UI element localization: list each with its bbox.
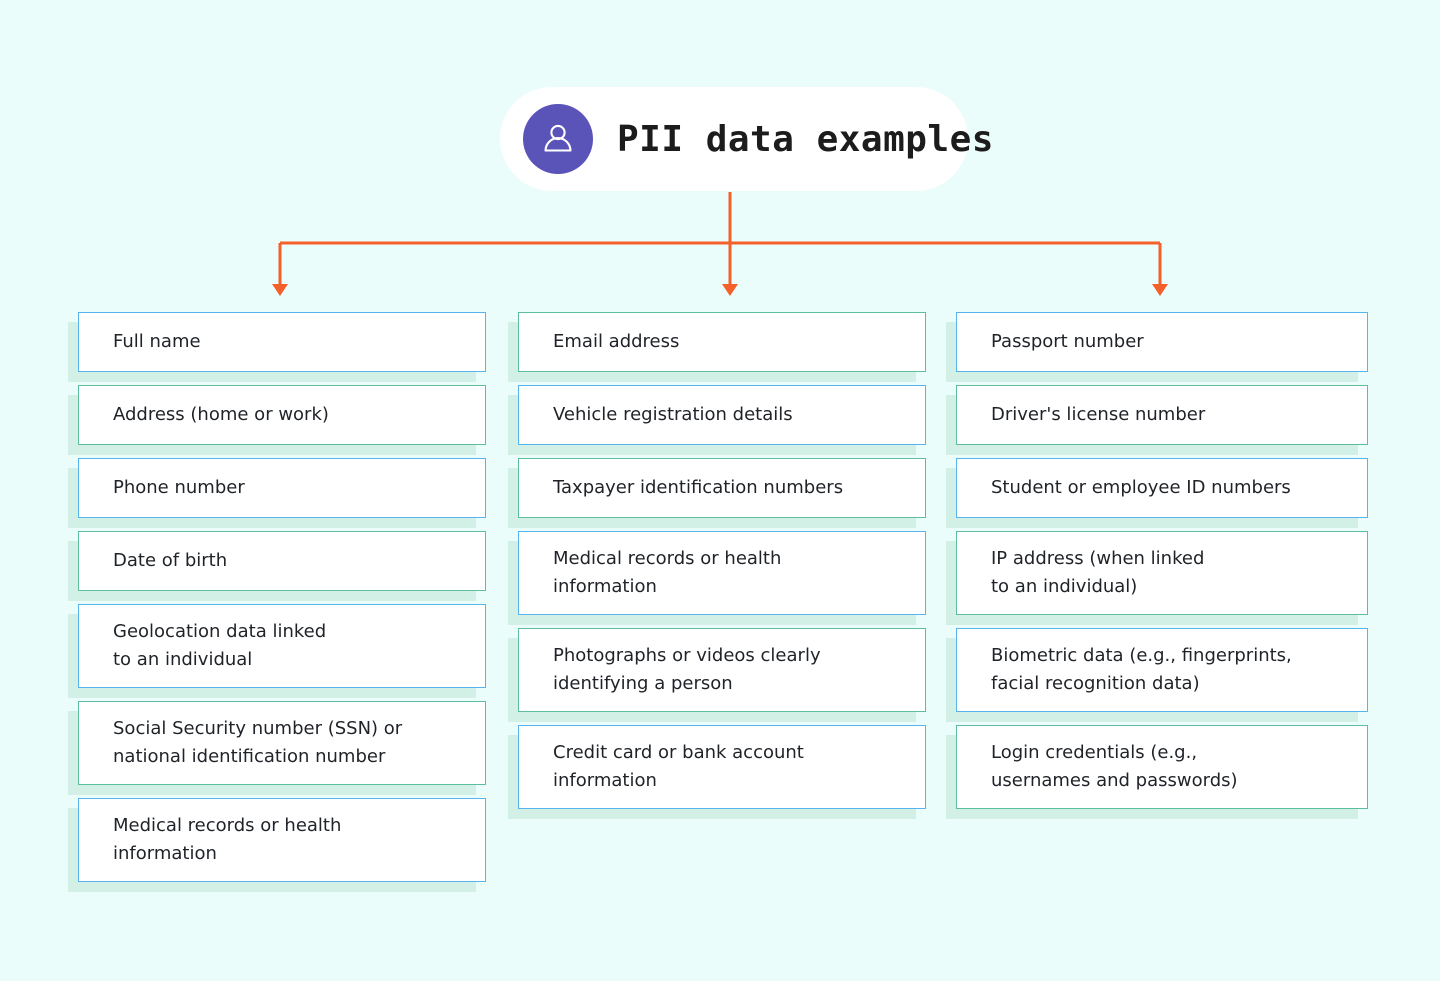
pii-item-card[interactable]: Phone number: [78, 458, 486, 518]
pii-item: Phone number: [68, 458, 486, 528]
arrowhead-icon: [1152, 284, 1168, 296]
pii-item-card[interactable]: Credit card or bank account information: [518, 725, 926, 809]
pii-item-card[interactable]: Address (home or work): [78, 385, 486, 445]
pii-item-label: Passport number: [991, 331, 1144, 352]
pii-item-label: IP address (when linked to an individual…: [991, 548, 1205, 597]
pii-item-card[interactable]: Medical records or health information: [78, 798, 486, 882]
diagram-title-pill: PII data examples: [500, 87, 993, 191]
pii-item-card[interactable]: Full name: [78, 312, 486, 372]
pii-item: Login credentials (e.g., usernames and p…: [946, 725, 1368, 819]
pii-item-card[interactable]: Date of birth: [78, 531, 486, 591]
pii-item-label: Biometric data (e.g., fingerprints, faci…: [991, 645, 1292, 694]
page-title: PII data examples: [617, 118, 994, 160]
pii-item-card[interactable]: Social Security number (SSN) or national…: [78, 701, 486, 785]
pii-item-card[interactable]: IP address (when linked to an individual…: [956, 531, 1368, 615]
pii-item: Photographs or videos clearly identifyin…: [508, 628, 926, 722]
pii-item: Social Security number (SSN) or national…: [68, 701, 486, 795]
pii-item-card[interactable]: Vehicle registration details: [518, 385, 926, 445]
pii-item-label: Vehicle registration details: [553, 404, 793, 425]
pii-item-label: Login credentials (e.g., usernames and p…: [991, 742, 1238, 791]
pii-item-label: Address (home or work): [113, 404, 329, 425]
pii-item-card[interactable]: Taxpayer identification numbers: [518, 458, 926, 518]
pii-item-card[interactable]: Passport number: [956, 312, 1368, 372]
pii-item-card[interactable]: Email address: [518, 312, 926, 372]
pii-item: Student or employee ID numbers: [946, 458, 1368, 528]
pii-item: Passport number: [946, 312, 1368, 382]
pii-item: Geolocation data linked to an individual: [68, 604, 486, 698]
pii-item-card[interactable]: Medical records or health information: [518, 531, 926, 615]
pii-item-label: Date of birth: [113, 550, 228, 571]
pii-item-label: Driver's license number: [991, 404, 1206, 425]
pii-item-card[interactable]: Biometric data (e.g., fingerprints, faci…: [956, 628, 1368, 712]
pii-item-label: Full name: [113, 331, 201, 352]
pii-item: IP address (when linked to an individual…: [946, 531, 1368, 625]
pii-item-label: Phone number: [113, 477, 245, 498]
pii-item-label: Geolocation data linked to an individual: [113, 621, 327, 670]
pii-item: Driver's license number: [946, 385, 1368, 455]
pii-item: Taxpayer identification numbers: [508, 458, 926, 528]
pii-item-label: Student or employee ID numbers: [991, 477, 1291, 498]
user-avatar-icon: [523, 104, 593, 174]
pii-item: Email address: [508, 312, 926, 382]
pii-item-card[interactable]: Photographs or videos clearly identifyin…: [518, 628, 926, 712]
pii-item-label: Social Security number (SSN) or national…: [113, 718, 403, 767]
pii-item-label: Photographs or videos clearly identifyin…: [553, 645, 821, 694]
pii-item-card[interactable]: Student or employee ID numbers: [956, 458, 1368, 518]
arrowhead-icon: [722, 284, 738, 296]
pii-item: Biometric data (e.g., fingerprints, faci…: [946, 628, 1368, 722]
pii-item: Medical records or health information: [508, 531, 926, 625]
pii-item-card[interactable]: Login credentials (e.g., usernames and p…: [956, 725, 1368, 809]
pii-item-label: Medical records or health information: [553, 548, 782, 597]
pii-item-card[interactable]: Driver's license number: [956, 385, 1368, 445]
pii-item-label: Medical records or health information: [113, 815, 342, 864]
connector-arrowheads: [272, 284, 1168, 296]
connector-lines: [278, 192, 1162, 285]
pii-item: Address (home or work): [68, 385, 486, 455]
pii-item-label: Credit card or bank account information: [553, 742, 804, 791]
pii-item-label: Email address: [553, 331, 680, 352]
pii-item: Medical records or health information: [68, 798, 486, 892]
pii-item: Date of birth: [68, 531, 486, 601]
arrowhead-icon: [272, 284, 288, 296]
pii-item-card[interactable]: Geolocation data linked to an individual: [78, 604, 486, 688]
pii-item: Full name: [68, 312, 486, 382]
pii-item: Credit card or bank account information: [508, 725, 926, 819]
pii-item: Vehicle registration details: [508, 385, 926, 455]
pii-item-label: Taxpayer identification numbers: [553, 477, 844, 498]
